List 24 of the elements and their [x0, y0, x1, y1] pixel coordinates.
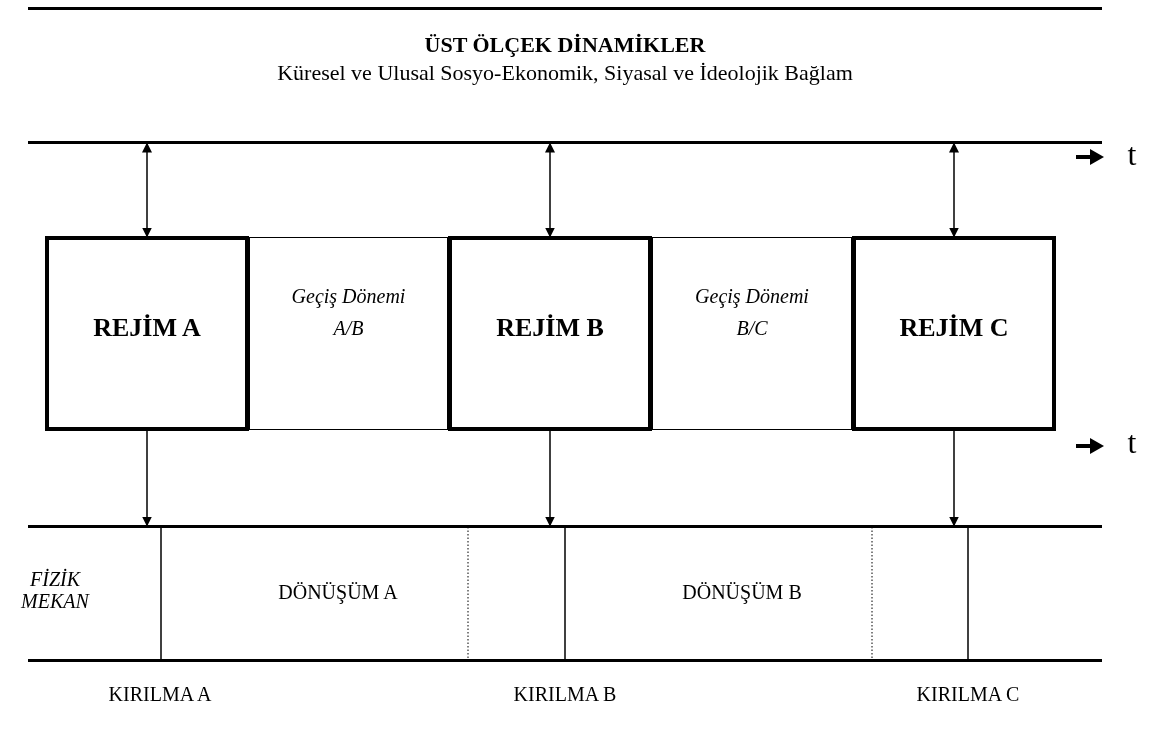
- transformation-label: DÖNÜŞÜM A: [277, 580, 399, 604]
- break-label: KIRILMA C: [915, 683, 1021, 706]
- time-label: t: [1126, 136, 1138, 173]
- regime-label: REJİM A: [92, 312, 202, 344]
- heading: ÜST ÖLÇEK DİNAMİKLER: [423, 32, 707, 58]
- regime-box: [45, 236, 249, 431]
- regime-label: REJİM C: [898, 312, 1010, 344]
- regime-label: REJİM B: [495, 312, 605, 344]
- break-label: KIRILMA A: [107, 683, 213, 706]
- transformation-label: DÖNÜŞÜM B: [681, 580, 803, 604]
- band-label: FİZİK MEKAN: [20, 568, 91, 612]
- regime-box: [448, 236, 652, 431]
- regime-box: [852, 236, 1056, 431]
- subtitle: Küresel ve Ulusal Sosyo-Ekonomik, Siyasal ve İdeolojik Bağlam: [276, 60, 854, 86]
- double-arrow: [949, 141, 959, 239]
- transition-box: [249, 237, 448, 430]
- double-arrow: [545, 141, 555, 239]
- context-band: [28, 7, 1102, 144]
- double-arrow: [142, 141, 152, 239]
- transition-label: Geçiş Dönemi A/B: [290, 284, 407, 341]
- break-label: KIRILMA B: [512, 683, 618, 706]
- time-label: t: [1126, 424, 1138, 461]
- transition-box: [652, 237, 852, 430]
- transition-label: Geçiş Dönemi B/C: [694, 284, 810, 341]
